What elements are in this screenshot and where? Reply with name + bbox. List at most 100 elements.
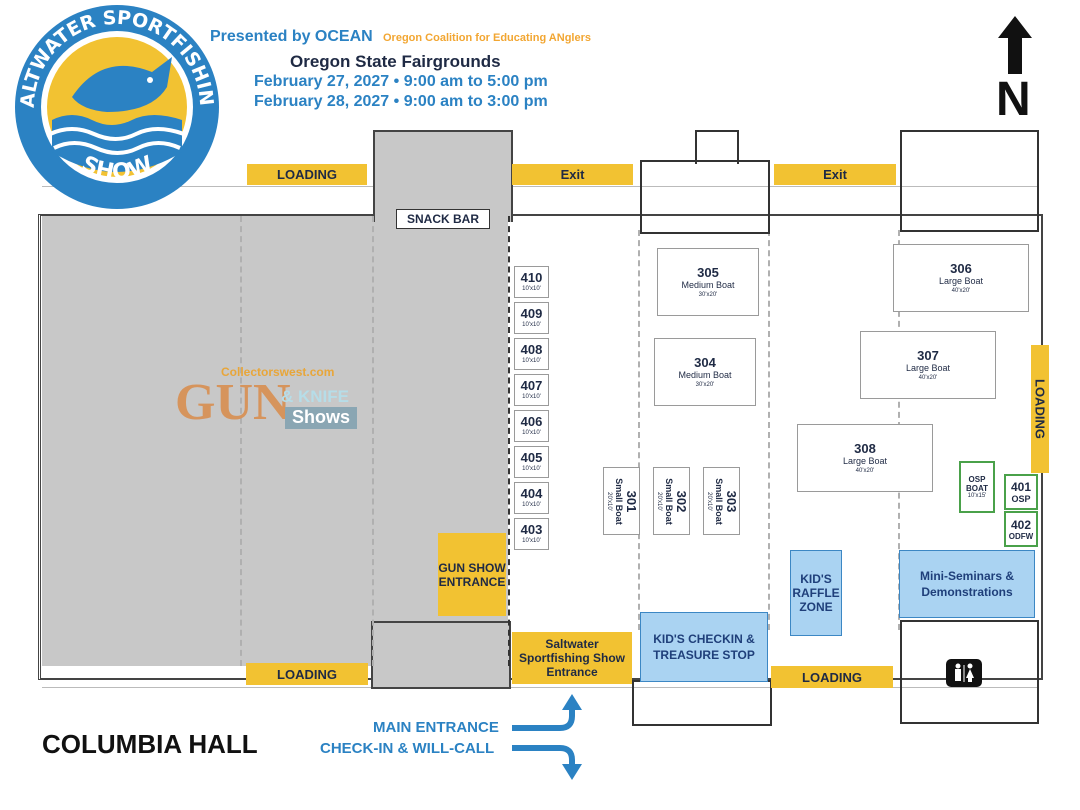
exit-2: Exit bbox=[774, 164, 896, 185]
north-label: N bbox=[996, 73, 1031, 126]
hall-name: COLUMBIA HALL bbox=[42, 729, 258, 759]
show-entrance: Saltwater Sportfishing Show Entrance bbox=[512, 632, 632, 684]
booth-type: Small Boat bbox=[614, 477, 625, 525]
booth-type: Medium Boat bbox=[681, 279, 735, 290]
gun-show-hall-north-bay bbox=[373, 130, 513, 222]
checkin-label: CHECK-IN & WILL-CALL bbox=[320, 740, 495, 757]
booth-type: Large Boat bbox=[938, 275, 984, 286]
booth-size: 10'x10' bbox=[522, 466, 541, 472]
booth-number: 404 bbox=[520, 486, 543, 501]
header-venue: Oregon State Fairgrounds bbox=[290, 52, 501, 71]
loading-east: LOADING bbox=[1031, 345, 1049, 473]
booth-number: 403 bbox=[520, 522, 543, 537]
gun-show-site: Collectorswest.com bbox=[221, 365, 335, 379]
booth-type: Small Boat bbox=[714, 477, 725, 525]
osp-boat-l1: OSP bbox=[968, 475, 986, 484]
restroom-icon bbox=[946, 659, 982, 687]
booth-number: 410 bbox=[520, 270, 543, 285]
loading-top: LOADING bbox=[247, 164, 367, 185]
divider-line bbox=[638, 230, 640, 630]
booth-number: 305 bbox=[697, 264, 719, 280]
booth-size: 10'x10' bbox=[522, 538, 541, 544]
booth-number: 304 bbox=[694, 354, 716, 370]
north-bay bbox=[640, 160, 770, 234]
booth-size: 20'x10' bbox=[706, 491, 713, 511]
gun-show-entrance: GUN SHOW ENTRANCE bbox=[438, 533, 506, 616]
north-bay bbox=[695, 130, 739, 164]
booth-size: 30'x20' bbox=[698, 291, 718, 298]
north-bay bbox=[900, 130, 1039, 232]
booth-size: 40'x20' bbox=[855, 467, 875, 474]
header-date-2: February 28, 2027 • 9:00 am to 3:00 pm bbox=[254, 93, 548, 110]
south-bay bbox=[632, 680, 772, 726]
divider-line bbox=[768, 230, 770, 630]
header-presented-by: Presented by OCEAN bbox=[210, 28, 373, 45]
booth-number: 406 bbox=[520, 414, 543, 429]
gun-show-hall bbox=[42, 216, 508, 666]
osp-boat-l2: BOAT bbox=[965, 484, 989, 493]
booth-size: 20'x10' bbox=[606, 491, 613, 511]
osp-boat[interactable]: OSP BOAT 10'x15' bbox=[959, 461, 995, 513]
south-bay bbox=[900, 620, 1039, 724]
booth-size: 10'x10' bbox=[522, 286, 541, 292]
entrance-arrows-icon bbox=[512, 694, 582, 780]
booth-number: 409 bbox=[520, 306, 543, 321]
loading-bottom-right: LOADING bbox=[771, 666, 893, 688]
booth-number: 307 bbox=[917, 347, 939, 363]
kids-raffle-zone: KID'S RAFFLE ZONE bbox=[790, 550, 842, 636]
building-outline bbox=[42, 186, 1037, 688]
booth-401[interactable]: 401 OSP bbox=[1004, 474, 1038, 510]
booth-size: 10'x10' bbox=[522, 322, 541, 328]
booth-size: 20'x10' bbox=[656, 491, 663, 511]
booth-number: 308 bbox=[854, 440, 876, 456]
loading-bottom-left: LOADING bbox=[246, 663, 368, 685]
booth-org: OSP bbox=[1011, 494, 1031, 504]
booth-size: 10'x10' bbox=[522, 358, 541, 364]
booth-size: 40'x20' bbox=[918, 374, 938, 381]
exit-1: Exit bbox=[512, 164, 633, 185]
kids-checkin: KID'S CHECKIN & TREASURE STOP bbox=[640, 612, 768, 682]
gun-show-hall-south-bay bbox=[371, 621, 511, 689]
booth-size: 10'x10' bbox=[522, 502, 541, 508]
gun-show-shows: Shows bbox=[285, 407, 357, 429]
booth-size: 10'x10' bbox=[522, 430, 541, 436]
booth-number: 301 bbox=[624, 490, 640, 512]
divider-line bbox=[372, 216, 374, 666]
booth-number: 408 bbox=[520, 342, 543, 357]
gun-show-gun: GUN bbox=[175, 374, 291, 431]
osp-boat-size: 10'x15' bbox=[967, 493, 987, 499]
main-entrance-label: MAIN ENTRANCE bbox=[373, 719, 499, 736]
booth-size: 10'x10' bbox=[522, 394, 541, 400]
booth-number: 402 bbox=[1010, 517, 1032, 532]
booth-size: 30'x20' bbox=[695, 381, 715, 388]
booth-org: ODFW bbox=[1008, 531, 1034, 541]
booth-number: 405 bbox=[520, 450, 543, 465]
booth-402[interactable]: 402 ODFW bbox=[1004, 511, 1038, 547]
divider-line bbox=[240, 216, 242, 666]
booth-number: 407 bbox=[520, 378, 543, 393]
booth-number: 302 bbox=[674, 490, 690, 512]
booth-type: Large Boat bbox=[842, 455, 888, 466]
gun-show-divider bbox=[508, 216, 510, 666]
booth-size: 40'x20' bbox=[951, 287, 971, 294]
header-date-1: February 27, 2027 • 9:00 am to 5:00 pm bbox=[254, 73, 548, 90]
header-ocean-full: Oregon Coalition for Educating ANglers bbox=[383, 32, 591, 44]
booth-type: Small Boat bbox=[664, 477, 675, 525]
mini-seminars: Mini-Seminars & Demonstrations bbox=[899, 550, 1035, 618]
